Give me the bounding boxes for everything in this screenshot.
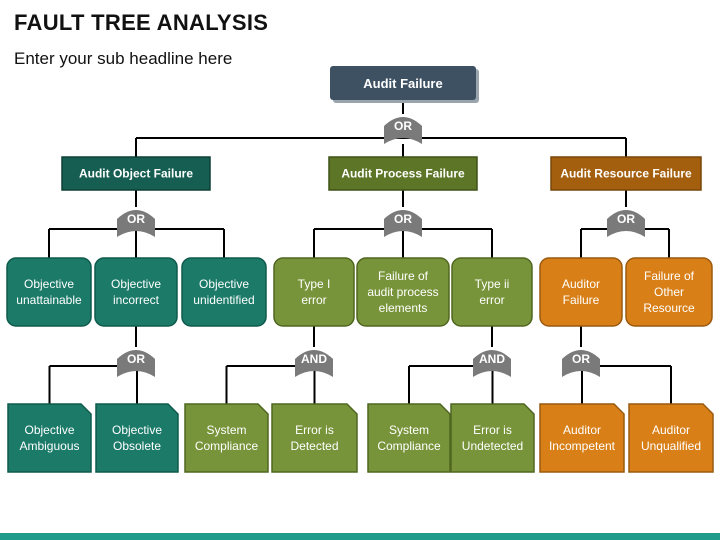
gate-label: AND [301, 352, 327, 366]
node-label: Audit Resource Failure [560, 167, 692, 181]
node-label: Failure of [644, 269, 695, 283]
node-label: error [301, 293, 326, 307]
node-label: Failure of [378, 269, 429, 283]
node-label: Objective [199, 277, 249, 291]
node-label: incorrect [113, 293, 160, 307]
gate-label: OR [127, 212, 145, 226]
gate-and-icon: AND [473, 350, 511, 377]
node-label: Incompetent [549, 439, 616, 453]
node-label: Type ii [475, 277, 510, 291]
leaf-event: Error is Undetected [450, 403, 535, 473]
page-subtitle: Enter your sub headline here [14, 49, 233, 68]
root-event: Audit Failure [330, 66, 479, 103]
intermediate-event: Objective unattainable [6, 257, 92, 327]
node-label: unattainable [16, 293, 82, 307]
node-label: Error is [295, 423, 334, 437]
leaf-event: Error is Detected [271, 403, 358, 473]
gate-or-icon: OR [384, 117, 422, 144]
footer-bar [0, 533, 720, 540]
node-label: Compliance [195, 439, 259, 453]
node-label: audit process [367, 285, 438, 299]
gate-or-icon: OR [384, 210, 422, 237]
gate-label: AND [479, 352, 505, 366]
node-label: Objective [111, 277, 161, 291]
gate-and-icon: AND [295, 350, 333, 377]
node-label: Error is [473, 423, 512, 437]
gate-label: OR [617, 212, 635, 226]
intermediate-event: Objective unidentified [181, 257, 267, 327]
node-label: System [389, 423, 429, 437]
node-label: error [479, 293, 504, 307]
node-label: Auditor [563, 423, 601, 437]
branch-event: Audit Resource Failure [550, 156, 702, 191]
node-label: Objective [24, 277, 74, 291]
node-label: unidentified [193, 293, 254, 307]
gate-or-icon: OR [117, 210, 155, 237]
node-label: Resource [643, 301, 695, 315]
node-label: Auditor [562, 277, 600, 291]
node-label: Undetected [462, 439, 523, 453]
node-label: Objective [112, 423, 162, 437]
node-label: Audit Process Failure [341, 167, 465, 181]
gate-label: OR [127, 352, 145, 366]
node-label: Other [654, 285, 684, 299]
node-label: Unqualified [641, 439, 701, 453]
intermediate-event: Failure of audit process elements [356, 257, 450, 327]
gate-or-icon: OR [117, 350, 155, 377]
intermediate-event: Type ii error [451, 257, 533, 327]
gate-label: OR [572, 352, 590, 366]
node-label: System [206, 423, 246, 437]
gate-label: OR [394, 119, 412, 133]
intermediate-event: Type I error [273, 257, 355, 327]
node-label: Obsolete [113, 439, 161, 453]
node-label: Ambiguous [19, 439, 79, 453]
gate-or-icon: OR [562, 350, 600, 377]
intermediate-event: Objective incorrect [94, 257, 178, 327]
page-title: FAULT TREE ANALYSIS [14, 10, 269, 35]
node-label: Audit Object Failure [79, 167, 193, 181]
node-label: Objective [24, 423, 74, 437]
node-label: Compliance [377, 439, 441, 453]
root-label: Audit Failure [363, 76, 442, 91]
branch-event: Audit Object Failure [61, 156, 211, 191]
node-label: Detected [290, 439, 338, 453]
node-label: elements [379, 301, 428, 315]
gate-label: OR [394, 212, 412, 226]
gate-or-icon: OR [607, 210, 645, 237]
node-label: Auditor [652, 423, 690, 437]
node-label: Type I [298, 277, 331, 291]
branch-event: Audit Process Failure [328, 156, 478, 191]
node-label: Failure [563, 293, 600, 307]
